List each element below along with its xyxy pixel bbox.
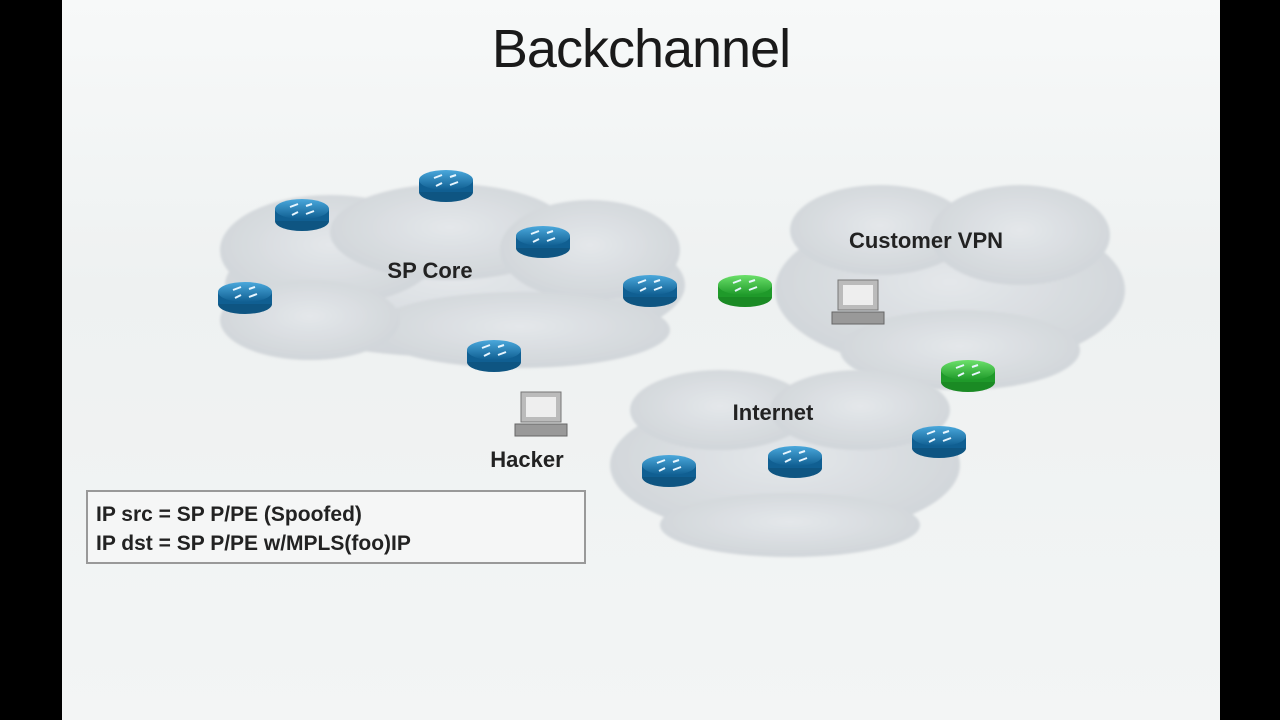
- slide-title: Backchannel: [491, 19, 791, 79]
- packet-header-box: IP src = SP P/PE (Spoofed) IP dst = SP P…: [86, 490, 586, 564]
- router-icon: [275, 199, 329, 231]
- router-icon: [467, 340, 521, 372]
- computer-icon: [831, 279, 885, 325]
- packet-dst-line: IP dst = SP P/PE w/MPLS(foo)IP: [96, 532, 411, 555]
- computer-icon: [514, 391, 568, 437]
- host-label-hacker: Hacker: [490, 447, 564, 472]
- router-green-icon: [718, 275, 772, 307]
- cloud-sp-core: [220, 184, 685, 368]
- router-icon: [623, 275, 677, 307]
- router-icon: [912, 426, 966, 458]
- router-icon: [516, 226, 570, 258]
- router-icon: [642, 455, 696, 487]
- cloud-label-sp-core: SP Core: [387, 258, 472, 283]
- cloud-label-internet: Internet: [733, 400, 814, 425]
- packet-src-line: IP src = SP P/PE (Spoofed): [96, 503, 362, 526]
- router-icon: [768, 446, 822, 478]
- cloud-customer-vpn: [775, 185, 1125, 390]
- router-green-icon: [941, 360, 995, 392]
- router-icon: [218, 282, 272, 314]
- router-icon: [419, 170, 473, 202]
- cloud-label-customer-vpn: Customer VPN: [849, 228, 1003, 253]
